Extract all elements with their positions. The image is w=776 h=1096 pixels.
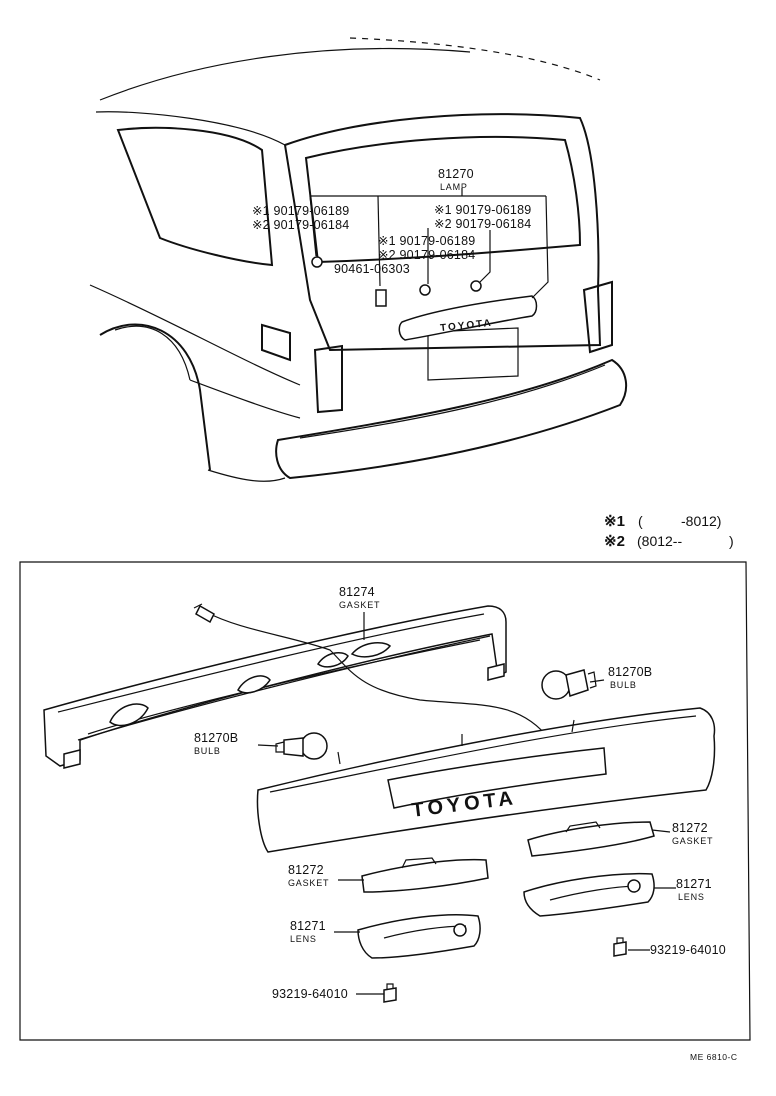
legend-row2-range: (8012--: [637, 533, 682, 549]
nut-left-icon: [311, 256, 323, 268]
gasket-l-name: GASKET: [288, 878, 329, 888]
left-part-2: ※2 90179-06184: [252, 218, 349, 232]
hatch-plate-text: TOYOTA: [440, 318, 494, 334]
lens-l-name: LENS: [290, 934, 317, 944]
mid-part-1: ※1 90179-06189: [378, 234, 475, 248]
legend-row2-close: ): [729, 533, 734, 549]
legend-row2-mark: ※2: [604, 533, 625, 550]
wire-harness: [193, 603, 551, 741]
screw-r-label: 93219-64010: [650, 943, 726, 957]
upper-leader-lines: [309, 188, 549, 299]
lower-leader-lines: [257, 612, 676, 995]
exploded-view-frame: [19, 561, 751, 1041]
lens-81271-right: [523, 872, 655, 917]
gasket-l-number: 81272: [288, 863, 324, 877]
right-part-2: ※2 90179-06184: [434, 217, 531, 231]
bulb-left-number: 81270B: [194, 731, 238, 745]
gasket-81274: [43, 605, 507, 769]
legend-row1-open: (: [638, 513, 643, 529]
lamp-name: LAMP: [440, 182, 468, 192]
legend-row1-mark: ※1: [604, 513, 625, 530]
nut-mid-icon: [419, 284, 431, 296]
screw-l-label: 93219-64010: [272, 987, 348, 1001]
bulb-right-number: 81270B: [608, 665, 652, 679]
mid-part-2: ※2 90179-06184: [378, 248, 475, 262]
lens-r-name: LENS: [678, 892, 705, 902]
screw-left-icon: [383, 983, 397, 1003]
bulb-right-name: BULB: [610, 680, 637, 690]
bulb-left-icon: [275, 732, 328, 760]
lens-r-number: 81271: [676, 877, 712, 891]
screw-part: 90461-06303: [334, 262, 410, 276]
bulb-left-name: BULB: [194, 746, 221, 756]
gasket-r-name: GASKET: [672, 836, 713, 846]
lower-labels: 81274 GASKET 81270B BULB 81270B BULB 812…: [194, 585, 726, 1001]
legend-row1-range: -8012): [681, 513, 721, 529]
screw-right-icon: [613, 937, 627, 957]
nut-right-icon: [470, 280, 482, 292]
right-part-1: ※1 90179-06189: [434, 203, 531, 217]
upper-labels: 81270 LAMP ※1 90179-06189 ※2 90179-06184…: [252, 167, 531, 276]
lens-l-number: 81271: [290, 919, 326, 933]
lens-81271-left: [357, 914, 481, 959]
left-part-1: ※1 90179-06189: [252, 204, 349, 218]
gasket-r-number: 81272: [672, 821, 708, 835]
lamp-bar-body: TOYOTA: [256, 707, 716, 853]
lamp-number: 81270: [438, 167, 474, 181]
figure-code: ME 6810-C: [690, 1052, 738, 1062]
hatch-lamp-bar: TOYOTA: [398, 295, 538, 341]
gasket-81272-left: [361, 857, 489, 893]
bulb-right-icon: [541, 669, 597, 700]
gasket-top-name: GASKET: [339, 600, 380, 610]
gasket-81272-right: [527, 821, 655, 857]
legend: ※1 ( -8012) ※2 (8012-- ): [604, 513, 734, 550]
gasket-top-number: 81274: [339, 585, 375, 599]
screw-bracket-icon: [375, 289, 387, 307]
vehicle-rear-illustration: TOYOTA: [89, 37, 628, 482]
